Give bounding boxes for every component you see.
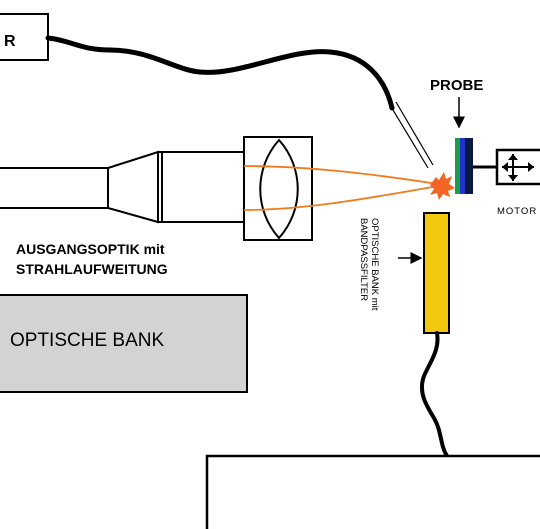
plasma-spark xyxy=(430,172,455,200)
device-box-label: R xyxy=(4,33,16,50)
motor-arrow-up-head xyxy=(508,154,518,160)
motor-arrow-down-head xyxy=(508,175,518,181)
lens-mount xyxy=(243,136,313,241)
laser-beam-upper xyxy=(243,165,439,185)
probe-label: PROBE xyxy=(430,77,483,94)
filter-label-line1: OPTISCHE BANK mit xyxy=(369,218,380,311)
output-optics-label-line2: STRAHLAUFWEITUNG xyxy=(16,261,168,277)
bandpass-filter xyxy=(423,212,450,334)
output-optics-label-line1: AUSGANGSOPTIK mit xyxy=(16,241,165,257)
probe-sample-dark xyxy=(465,138,473,194)
optical-bench xyxy=(0,294,248,393)
fiber-tip-line-a xyxy=(389,104,429,169)
optical-bench-label: OPTISCHE BANK xyxy=(10,330,164,351)
motor-arrow-right-head xyxy=(528,162,534,172)
probe-sample-green xyxy=(455,138,460,194)
fiber-cable xyxy=(45,35,395,111)
probe-sample-blue xyxy=(460,138,465,194)
laser-beam-lower xyxy=(243,185,439,211)
detector-fiber xyxy=(419,331,449,458)
motor-label: MOTOR xyxy=(497,206,537,217)
filter-caption: OPTISCHE BANK mit BANDPASSFILTER xyxy=(358,218,380,311)
filter-label-line2: BANDPASSFILTER xyxy=(358,218,369,301)
beam-expander-tube xyxy=(157,151,245,223)
laser-housing xyxy=(0,167,109,209)
spectrometer-box xyxy=(205,454,540,529)
fiber-tip-line-b xyxy=(395,101,434,166)
laser-taper xyxy=(107,150,159,224)
motor-arrow-left-head xyxy=(502,162,508,172)
